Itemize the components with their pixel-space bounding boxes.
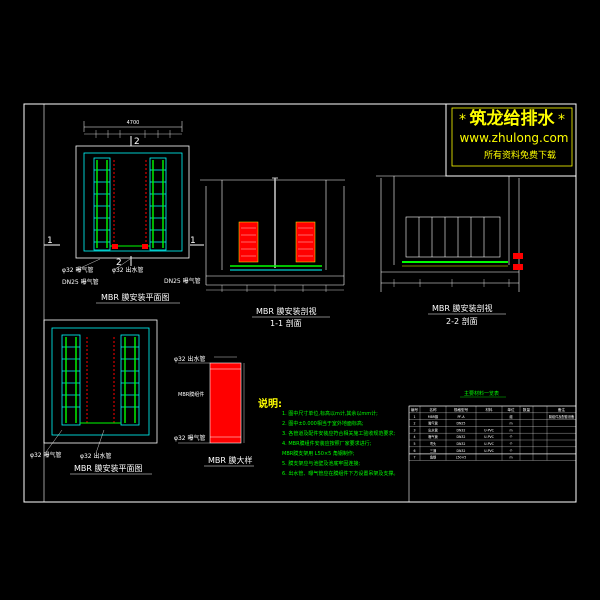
plan-top-pipe-label-1: φ32 曝气管 — [62, 266, 94, 274]
section-11-sub: 1-1 剖面 — [270, 318, 302, 328]
table-header-cell: 编号 — [411, 407, 419, 412]
table-header-cell: 规格型号 — [454, 407, 469, 412]
module-caption: MBR 膜大样 — [208, 455, 253, 465]
table-cell: 1 — [413, 415, 415, 419]
notes-block: 说明: 1. 图中尺寸单位,标高以m计,其余以mm计; 2. 图中±0.000相… — [258, 397, 398, 477]
note-line-6: 5. 膜支架应与池壁及池底牢固连接; — [282, 460, 360, 467]
table-cell: 7 — [413, 456, 415, 460]
table-cell: 3 — [413, 428, 415, 432]
table-cell: 膜组件及配套设备 — [549, 414, 575, 419]
table-cell: L50×5 — [456, 456, 467, 460]
section-mark-1-right: 1 — [190, 236, 196, 246]
table-cell: 4 — [413, 435, 415, 439]
drawing-inner-border — [43, 103, 577, 503]
table-cell: DN25 — [457, 422, 466, 426]
plan-bottom-pipe-label-1: φ32 曝气管 — [30, 451, 62, 459]
table-cell: 组 — [509, 414, 513, 419]
table-cell: 曝气管 — [428, 421, 438, 426]
table-cell: U-PVC — [484, 442, 495, 446]
table-cell: DN32 — [457, 449, 466, 453]
notes-title: 说明: — [258, 397, 282, 410]
table-cell: 6 — [413, 449, 415, 453]
note-line-7: 6. 出水管、曝气管应在膜组件下方设置吊架及支撑。 — [282, 470, 398, 477]
table-header-cell: 数量 — [523, 407, 531, 412]
section-1-1: MBR 膜安装剖视 1-1 剖面 — [200, 177, 345, 328]
table-cell: DN32 — [457, 435, 466, 439]
table-cell: DN32 — [457, 428, 466, 432]
table-cell: U-PVC — [484, 435, 495, 439]
table-cell: m — [509, 422, 512, 426]
module-label-top: φ32 出水管 — [174, 355, 206, 363]
section-22-sub: 2-2 剖面 — [446, 316, 478, 326]
logo-title: 筑龙给排水 — [470, 108, 556, 129]
table-cell: 角钢 — [430, 455, 436, 460]
table-cell: m — [509, 428, 512, 432]
plan-top-caption: MBR 膜安装平面图 — [101, 292, 170, 302]
table-header-cell: 单位 — [507, 407, 515, 412]
plan-top-pipe-label-4: DN25 曝气管 — [164, 277, 201, 285]
table-cell: 个 — [509, 442, 513, 446]
module-detail: φ32 出水管 MBR膜组件 φ32 曝气管 MBR 膜大样 — [174, 355, 254, 467]
table-cell: PF-A — [457, 415, 465, 419]
module-label-mid: MBR膜组件 — [178, 391, 204, 398]
note-line-2: 2. 图中±0.000相当于室外地面标高; — [282, 420, 364, 427]
table-cell: U-PVC — [484, 428, 495, 432]
note-line-5: MBR膜支架用 L50×5 角钢制作; — [282, 450, 355, 457]
section-2-2: MBR 膜安装剖视 2-2 剖面 — [376, 175, 523, 326]
plan-view-bottom: φ32 曝气管 φ32 出水管 MBR 膜安装平面图 — [30, 319, 158, 475]
plan-view-top: 4700 2 — [44, 120, 204, 304]
table-cell: 三通 — [430, 448, 437, 453]
section-11-caption: MBR 膜安装剖视 — [256, 306, 317, 316]
table-cell: 个 — [509, 449, 513, 453]
table-cell: m — [509, 456, 512, 460]
table-header-cell: 材料 — [485, 407, 493, 412]
logo-box: * 筑龙给排水 * www.zhulong.com 所有资料免费下载 — [445, 103, 577, 177]
table-cell: 弯头 — [430, 441, 437, 446]
plan-dim-top: 4700 — [127, 120, 140, 126]
plan-top-pipe-label-3: DN25 曝气管 — [62, 278, 99, 286]
section-mark-2-top: 2 — [134, 137, 140, 147]
logo-star-left: * — [459, 112, 466, 128]
table-cell: U-PVC — [484, 449, 495, 453]
plan-bottom-pipe-label-2: φ32 出水管 — [80, 452, 112, 460]
section-22-caption: MBR 膜安装剖视 — [432, 303, 493, 313]
logo-url: www.zhulong.com — [459, 131, 568, 145]
table-cell: 2 — [413, 422, 415, 426]
material-table: 主要材料一览表 编号 名称 规格型号 材料 单位 数量 备注 1 MBR膜 PF-A 组 膜组件及配套… — [408, 390, 577, 503]
note-line-4: 4. MBR膜组件安装应按照厂家要求进行; — [282, 440, 372, 447]
table-header-cell: 名称 — [429, 407, 437, 412]
table-header-cell: 备注 — [558, 407, 566, 412]
section-mark-1-left: 1 — [47, 236, 53, 246]
table-cell: MBR膜 — [428, 414, 439, 419]
section-mark-2-bottom: 2 — [116, 258, 122, 268]
table-title: 主要材料一览表 — [464, 390, 499, 397]
note-line-3: 3. 各管道及配件安装应符合相关施工验收规范要求; — [282, 430, 395, 437]
plan-bottom-caption: MBR 膜安装平面图 — [74, 463, 143, 473]
table-cell: 曝气管 — [428, 434, 438, 439]
plan-top-pipe-label-2: φ32 出水管 — [112, 266, 144, 274]
table-cell: DN32 — [457, 442, 466, 446]
table-cell: 5 — [413, 442, 415, 446]
logo-slogan: 所有资料免费下载 — [484, 149, 556, 161]
table-cell: 个 — [509, 435, 513, 439]
module-label-bottom: φ32 曝气管 — [174, 434, 206, 442]
table-cell: 出水管 — [428, 427, 438, 432]
note-line-1: 1. 图中尺寸单位,标高以m计,其余以mm计; — [282, 410, 378, 417]
logo-star-right: * — [558, 112, 565, 128]
